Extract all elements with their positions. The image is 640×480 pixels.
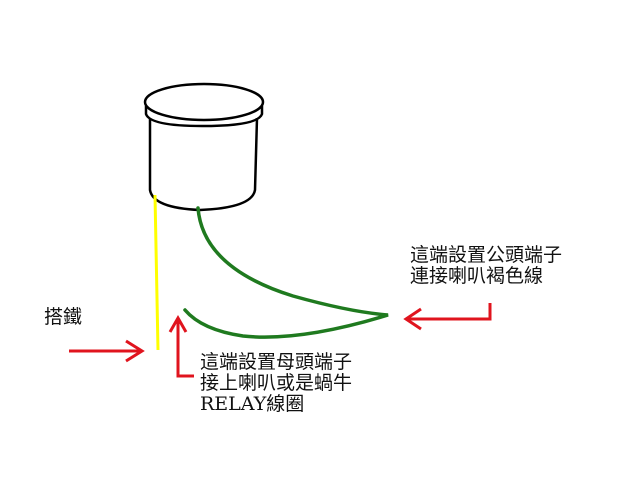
arrow-left-icon <box>403 303 492 331</box>
male-connector-line-2: 連接喇叭褐色線 <box>410 265 544 287</box>
arrow-up-icon <box>168 314 194 378</box>
arrow-right-icon <box>69 339 145 363</box>
component-cap-top <box>143 82 265 122</box>
cylinder-sensor-icon <box>143 82 265 212</box>
component-body <box>148 117 259 212</box>
male-connector-label: 這端設置公頭端子 連接喇叭褐色線 <box>410 245 562 287</box>
ground-wire <box>153 194 160 351</box>
female-connector-line-2: 接上喇叭或是蝸牛 <box>200 372 353 394</box>
ground-label: 搭鐵 <box>44 307 82 328</box>
female-connector-line-1: 這端設置母頭端子 <box>200 351 353 373</box>
female-connector-line-3: RELAY線圈 <box>200 393 305 415</box>
male-connector-line-1: 這端設置公頭端子 <box>410 244 563 266</box>
signal-wire <box>183 206 389 339</box>
component-cap-rim <box>144 106 264 128</box>
ground-label-text: 搭鐵 <box>44 306 83 328</box>
female-connector-label: 這端設置母頭端子 接上喇叭或是蝸牛 RELAY線圈 <box>200 352 352 415</box>
